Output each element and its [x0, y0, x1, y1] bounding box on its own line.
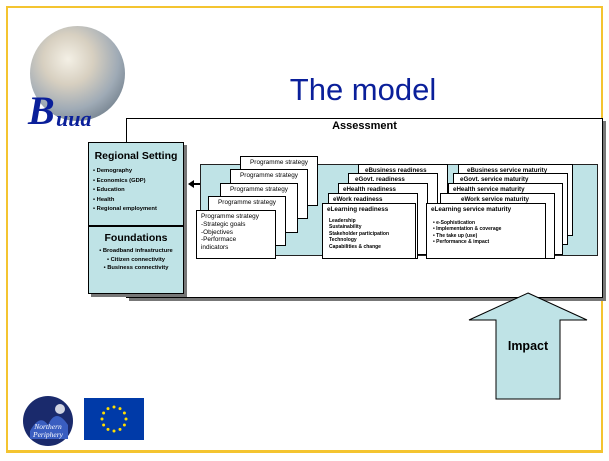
list-item: • e-Sophistication: [433, 220, 476, 226]
card-title: Programme strategy: [201, 213, 259, 220]
brand-logo: B uua: [27, 88, 91, 133]
card-title: eGovt. readiness: [355, 176, 405, 183]
card-title: eLearning readiness: [327, 206, 389, 213]
slide-frame-left: [6, 6, 8, 451]
regional-setting-panel: Regional Setting • Demography • Economic…: [88, 142, 184, 226]
assessment-label: Assessment: [332, 120, 397, 132]
card-title: eBusiness readiness: [365, 167, 427, 174]
card-title: eWork readiness: [333, 196, 383, 203]
list-item: Leadership: [329, 218, 356, 224]
northern-periphery-logo: Northern Periphery: [23, 396, 73, 446]
slide-frame-bottom: [6, 450, 603, 453]
eu-flag-icon: [84, 398, 144, 440]
list-item: • Economics (GDP): [93, 177, 146, 184]
list-item: • Performance & impact: [433, 239, 490, 246]
svg-text:B: B: [27, 88, 55, 133]
impact-label: Impact: [507, 339, 549, 353]
card-title: eBusiness service maturity: [467, 167, 548, 174]
service-maturity-list: • e-Sophistication • Implementation & co…: [433, 220, 501, 246]
impact-arrow: [468, 292, 588, 400]
foundations-panel: Foundations • Broadband infrastructure •…: [88, 226, 184, 294]
list-item: • The take up (use): [433, 232, 478, 239]
regional-setting-title: Regional Setting: [94, 150, 178, 162]
card-title: eWork service maturity: [461, 196, 529, 203]
card-title: eLearning service maturity: [431, 206, 512, 213]
list-item: -Strategic goals: [201, 220, 246, 228]
connector-arrow: [188, 180, 202, 188]
globe-image: [30, 26, 125, 121]
list-item: • Demography: [93, 168, 133, 174]
programme-strategy-front-card: Programme strategy -Strategic goals -Obj…: [196, 210, 276, 259]
regional-setting-list: • Demography • Economics (GDP) • Educati…: [93, 167, 157, 215]
foundations-list: • Broadband infrastructure • Citizen con…: [89, 247, 183, 273]
list-item: -Objectives: [201, 228, 233, 236]
programme-strategy-content: Programme strategy -Strategic goals -Obj…: [201, 213, 259, 252]
card-title: Programme strategy: [218, 199, 276, 206]
svg-text:Periphery: Periphery: [32, 430, 64, 439]
list-item: • Citizen connectivity: [106, 256, 166, 263]
list-item: Capabilities & change: [329, 243, 381, 250]
service-maturity-front-card: eLearning service maturity • e-Sophistic…: [426, 203, 546, 259]
readiness-list: Leadership Sustainability Stakeholder pa…: [329, 218, 389, 250]
list-item: • Business connectivity: [103, 265, 169, 271]
list-item: • Education: [93, 187, 125, 194]
card-title: Programme strategy: [230, 186, 288, 193]
slide-title: The model: [289, 72, 437, 107]
svg-text:uua: uua: [56, 106, 91, 131]
list-item: • Broadband infrastructure: [99, 248, 173, 254]
card-title: eGovt. service maturity: [460, 176, 529, 183]
list-item: indicators: [201, 244, 229, 252]
list-item: Stakeholder participation: [329, 230, 390, 237]
list-item: -Performace: [201, 236, 237, 244]
list-item: Sustainability: [329, 224, 362, 231]
card-title: Programme strategy: [250, 159, 308, 166]
card-title: eHealth service maturity: [453, 186, 525, 193]
svg-text:Northern: Northern: [33, 422, 62, 431]
foundations-title: Foundations: [104, 232, 168, 244]
list-item: • Implementation & coverage: [433, 226, 502, 233]
list-item: • Regional employment: [93, 206, 157, 213]
readiness-front-card: eLearning readiness Leadership Sustainab…: [322, 203, 416, 259]
list-item: Technology: [329, 237, 357, 244]
card-title: eHealth readiness: [343, 186, 396, 193]
slide-frame-top: [6, 6, 603, 8]
list-item: • Health: [93, 196, 115, 203]
card-title: Programme strategy: [240, 172, 298, 179]
